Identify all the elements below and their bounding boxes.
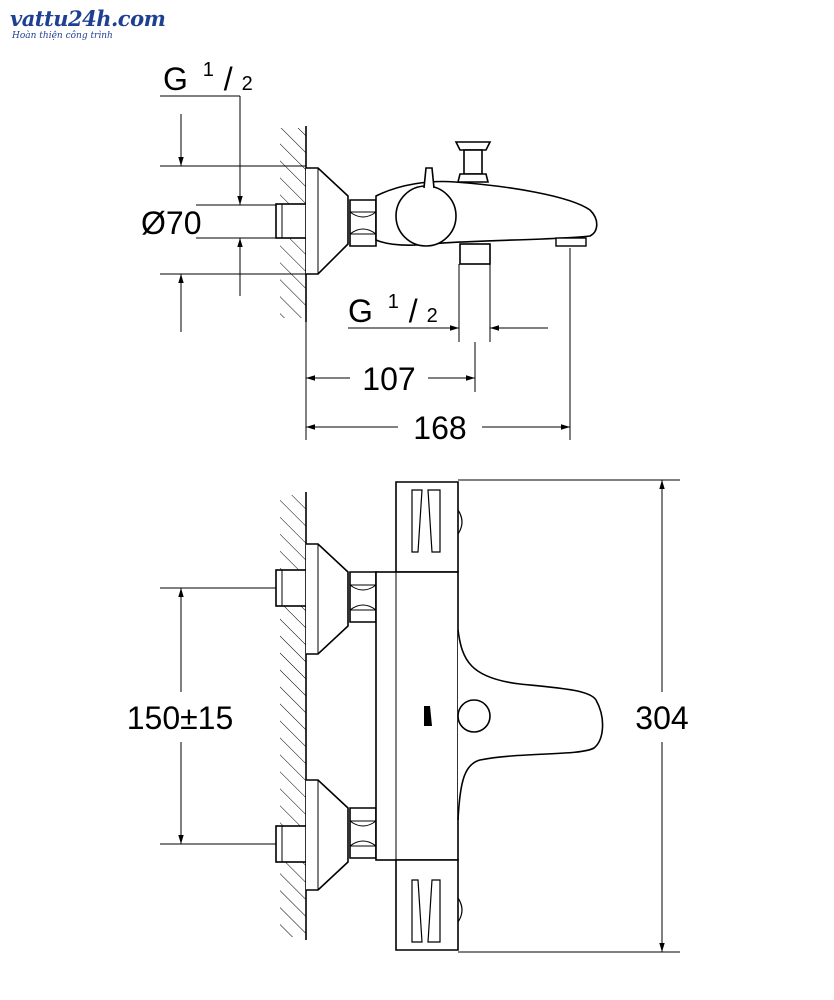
lower-inlet-nipple [275,825,307,863]
thread-inlet-slash: / [224,61,233,97]
thread-inlet-label: G 1 / 2 [163,47,253,97]
inlet-nipple [275,203,307,239]
upper-inlet-nipple [275,569,307,607]
spout-front [457,629,604,821]
front-view: 150±15 304 [127,479,689,953]
lower-escutcheon [306,779,349,891]
lower-hex-nut [349,807,377,859]
thread-outlet-label: G 1 / 2 [348,279,438,329]
safety-button [424,706,432,726]
dim-168: 168 [413,410,466,446]
logo-text: vattu24h.com [10,6,166,31]
thread-inlet-num: 1 [203,59,214,81]
mixer-body-front [375,571,459,861]
thread-outlet-slash: / [409,293,418,329]
upper-escutcheon [306,543,349,655]
wall-escutcheon [306,167,349,275]
diameter-label: Ø70 [141,205,201,241]
dim-150-15: 150±15 [127,700,234,736]
temperature-handle [395,481,463,573]
thermostat-handle-top [395,185,457,247]
brand-logo: vattu24h.com Hoàn thiện công trình [8,6,198,46]
flow-handle [395,859,463,951]
top-view: G 1 / 2 Ø70 G 1 / 2 107 168 [141,47,598,446]
thread-inlet-base: G [163,61,188,97]
diverter-button [457,699,491,733]
thread-outlet-base: G [348,293,373,329]
wall-hatch-front [280,495,306,937]
thread-inlet-den: 2 [242,73,253,95]
thread-outlet-den: 2 [427,305,438,327]
logo-tagline: Hoàn thiện công trình [12,31,113,41]
bottom-outlet [459,243,491,265]
hex-nut [349,199,377,247]
thread-outlet-num: 1 [388,291,399,313]
dim-304: 304 [635,700,688,736]
upper-hex-nut [349,571,377,623]
dim-107: 107 [362,361,415,397]
spout-outlet [555,237,587,247]
diverter-knob [454,141,492,183]
